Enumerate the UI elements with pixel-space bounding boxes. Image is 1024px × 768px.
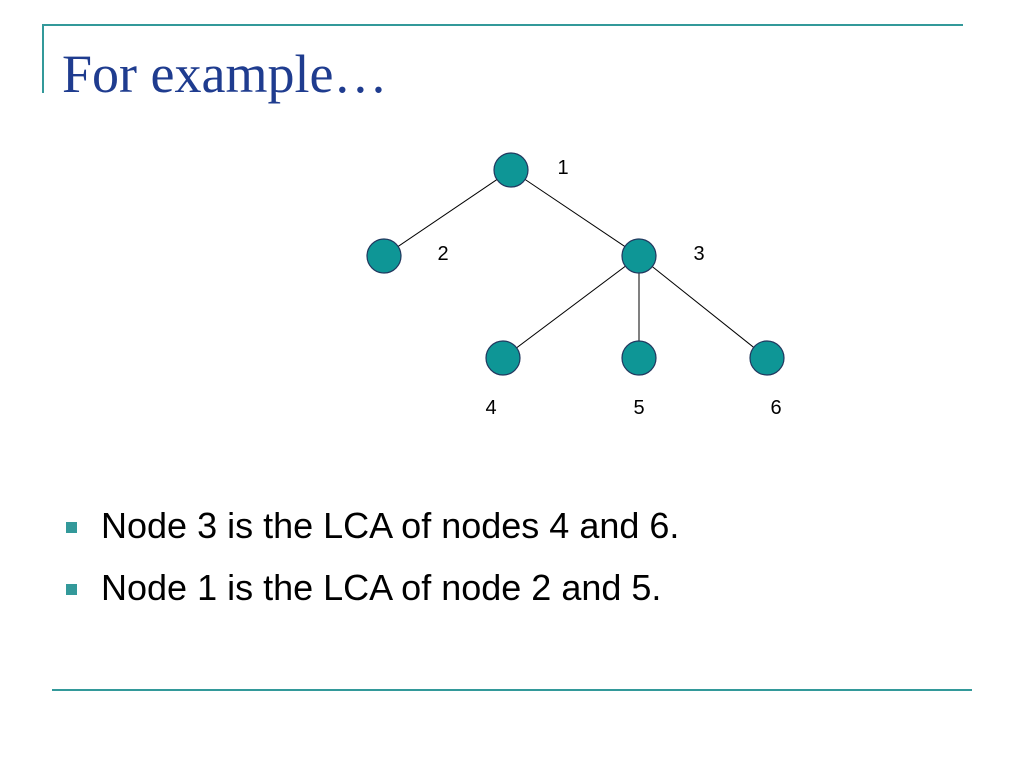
tree-node-5 [621, 340, 657, 376]
tree-node-6 [749, 340, 785, 376]
tree-node-label-4: 4 [485, 397, 496, 419]
tree-node-label-5: 5 [633, 397, 644, 419]
tree-edge-1-2 [383, 169, 512, 257]
bullet-text: Node 3 is the LCA of nodes 4 and 6. [101, 505, 680, 546]
frame-top-line [42, 24, 963, 26]
bullet-item: Node 1 is the LCA of node 2 and 5. [62, 564, 679, 626]
tree-edge-3-4 [502, 255, 640, 359]
tree-node-label-2: 2 [437, 243, 448, 265]
tree-node-4 [485, 340, 521, 376]
tree-node-label-1: 1 [557, 157, 568, 179]
tree-edge-3-6 [638, 255, 768, 359]
bullet-text: Node 1 is the LCA of node 2 and 5. [101, 567, 662, 608]
square-bullet-icon [66, 522, 77, 533]
tree-edge-1-3 [510, 169, 640, 257]
tree-node-3 [621, 238, 657, 274]
tree-node-label-6: 6 [770, 397, 781, 419]
square-bullet-icon [66, 584, 77, 595]
bullet-item: Node 3 is the LCA of nodes 4 and 6. [62, 502, 679, 564]
slide-title: For example… [62, 44, 388, 104]
tree-node-label-3: 3 [693, 243, 704, 265]
tree-node-1 [493, 152, 529, 188]
frame-vertical-line [42, 24, 44, 93]
bullet-list: Node 3 is the LCA of nodes 4 and 6. Node… [62, 502, 679, 626]
frame-bottom-line [52, 689, 972, 691]
tree-node-2 [366, 238, 402, 274]
